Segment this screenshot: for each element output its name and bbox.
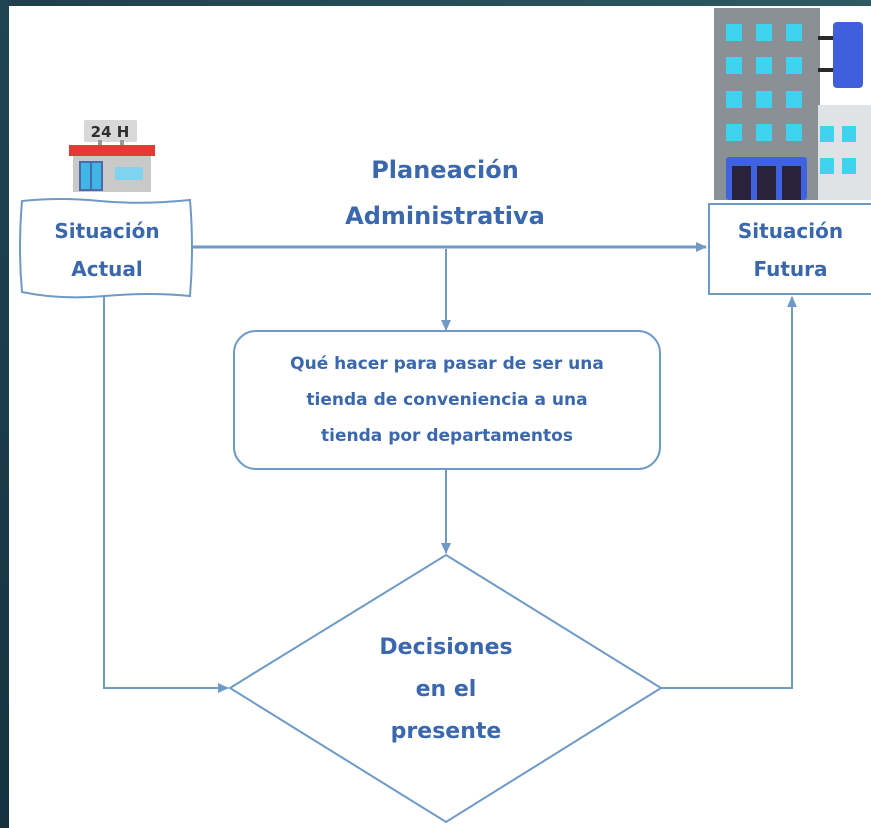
frame-top-edge — [0, 0, 871, 6]
frame-left-edge — [0, 0, 9, 828]
diagram-title: Planeación Administrativa — [345, 156, 545, 230]
arrow-decision-to-future — [661, 296, 797, 689]
process-box — [233, 330, 661, 470]
future-state-box — [708, 203, 871, 295]
current-state-label: Situación Actual — [54, 219, 160, 281]
store-sign-text: 24 H — [91, 123, 130, 141]
office-building-icon — [714, 8, 871, 200]
current-state-box — [19, 198, 193, 299]
process-label: Qué hacer para pasar de ser una tienda d… — [290, 354, 604, 446]
future-state-label: Situación Futura — [737, 219, 844, 281]
decision-label: Decisiones en el presente — [379, 635, 513, 744]
decision-diamond — [228, 553, 663, 824]
convenience-store-icon: 24 H — [69, 120, 155, 192]
arrow-current-to-decision — [103, 296, 229, 693]
